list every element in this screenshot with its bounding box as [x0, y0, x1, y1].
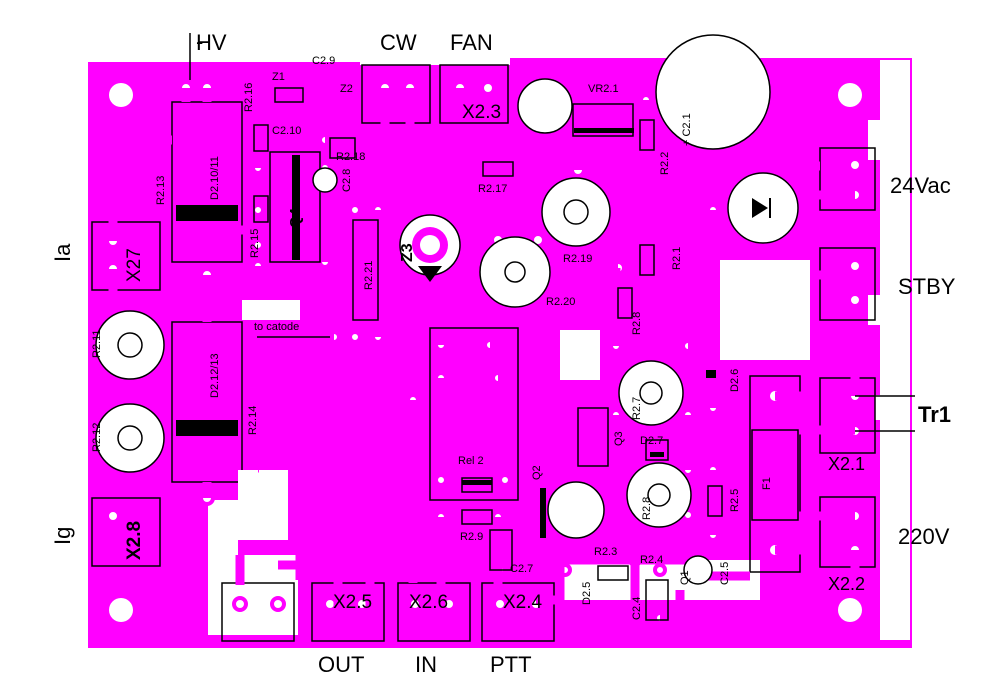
x23-label: X2.3: [462, 102, 501, 123]
24vac-label: 24Vac: [890, 173, 951, 198]
r216-label: R2.16: [243, 83, 255, 112]
q3-label: Q3: [613, 431, 625, 446]
d210-label: D2.10/11: [209, 156, 221, 200]
r220-label: R2.20: [546, 296, 575, 308]
d25-label: D2.5: [581, 582, 593, 605]
r217-label: R2.17: [478, 183, 507, 195]
r29-label: R2.9: [460, 531, 483, 543]
c27-label: C2.7: [510, 563, 533, 575]
ptt-label: PTT: [490, 652, 532, 677]
r211-label: R2.11: [91, 329, 103, 358]
r24-label: R2.4: [640, 554, 663, 566]
tr1-label: Tr1: [918, 402, 951, 427]
c24-label: C2.4: [631, 597, 643, 620]
vr21-label: VR2.1: [588, 83, 619, 95]
r25-label: R2.5: [729, 489, 741, 512]
r214-label: R2.14: [247, 406, 259, 435]
round-components: [95, 34, 799, 585]
hv-label: HV: [196, 30, 227, 55]
x25-label: X2.5: [333, 592, 372, 613]
c210-label: C2.10: [272, 125, 301, 137]
x28-label: X2.8: [124, 521, 145, 560]
d27-label: D2.7: [640, 435, 663, 447]
to-catode-label: to catode: [254, 321, 299, 333]
d212-label: D2.12/13: [209, 353, 221, 398]
r221-label: R2.21: [363, 261, 375, 290]
z3-diode-symbol: [418, 266, 442, 282]
connector-labels: X2.3 X27 X2.8 X2.1 X2.2 X2.5 X2.6 X2.4: [124, 102, 865, 613]
ig-label: Ig: [50, 527, 75, 545]
f1-label: F1: [761, 477, 773, 490]
rel2-label: Rel 2: [458, 455, 484, 467]
r22-label: R2.2: [659, 152, 671, 175]
r212-label: R2.12: [91, 423, 103, 452]
stby-label: STBY: [898, 274, 956, 299]
q1-label: Q1: [679, 570, 691, 585]
x24-label: X2.4: [503, 592, 543, 613]
c21-label: + C2.1: [681, 113, 693, 146]
c29-label: C2.9: [312, 55, 335, 67]
cathode-control-label: CATODE CONTROL: [255, 362, 269, 473]
r28b-label: R2.8: [641, 497, 653, 520]
r28a-label: R2.8: [631, 312, 643, 335]
c28-label: C2.8: [341, 169, 353, 192]
c25-label: C2.5: [719, 562, 731, 585]
220v-label: 220V: [898, 524, 950, 549]
r213-label: R2.13: [155, 176, 167, 205]
r218-label: R2.18: [336, 151, 365, 163]
r23-label: R2.3: [594, 546, 617, 558]
d26-label: D2.6: [729, 369, 741, 392]
external-leads: [189, 33, 915, 432]
q2-label: Q2: [531, 465, 543, 480]
r219-label: R2.19: [563, 253, 592, 265]
bridge-rectifier-symbol: [752, 198, 768, 218]
copper-traces: [108, 88, 860, 623]
z2-label: Z2: [340, 83, 353, 95]
svg-text:-: -: [196, 29, 203, 54]
x22-label: X2.2: [828, 574, 865, 594]
q4-label: Q4: [287, 207, 304, 228]
z1-label: Z1: [272, 71, 285, 83]
out-label: OUT: [318, 652, 364, 677]
component-labels: C2.9 Z1 R2.16 Z2 C2.10 R2.18 C2.8 Q4 R2.…: [91, 55, 773, 620]
mounting-holes: [109, 83, 862, 622]
x27-label: X27: [124, 248, 145, 282]
board-gaps: [238, 260, 810, 540]
component-silk: [253, 87, 799, 621]
r215-label: R2.15: [249, 229, 261, 258]
x26-label: X2.6: [409, 592, 448, 613]
external-labels: HV - CW FAN 24Vac STBY Tr1 220V Ia Ig OU…: [50, 29, 956, 677]
fan-label: FAN: [450, 30, 493, 55]
r27-label: R2.7: [631, 397, 643, 420]
z3-label: Z3: [399, 243, 416, 262]
transistor-bodies: [176, 128, 716, 538]
cw-label: CW: [380, 30, 417, 55]
x21-label: X2.1: [828, 454, 865, 474]
ia-label: Ia: [50, 243, 75, 262]
in-label: IN: [415, 652, 437, 677]
r21-label: R2.1: [671, 247, 683, 270]
